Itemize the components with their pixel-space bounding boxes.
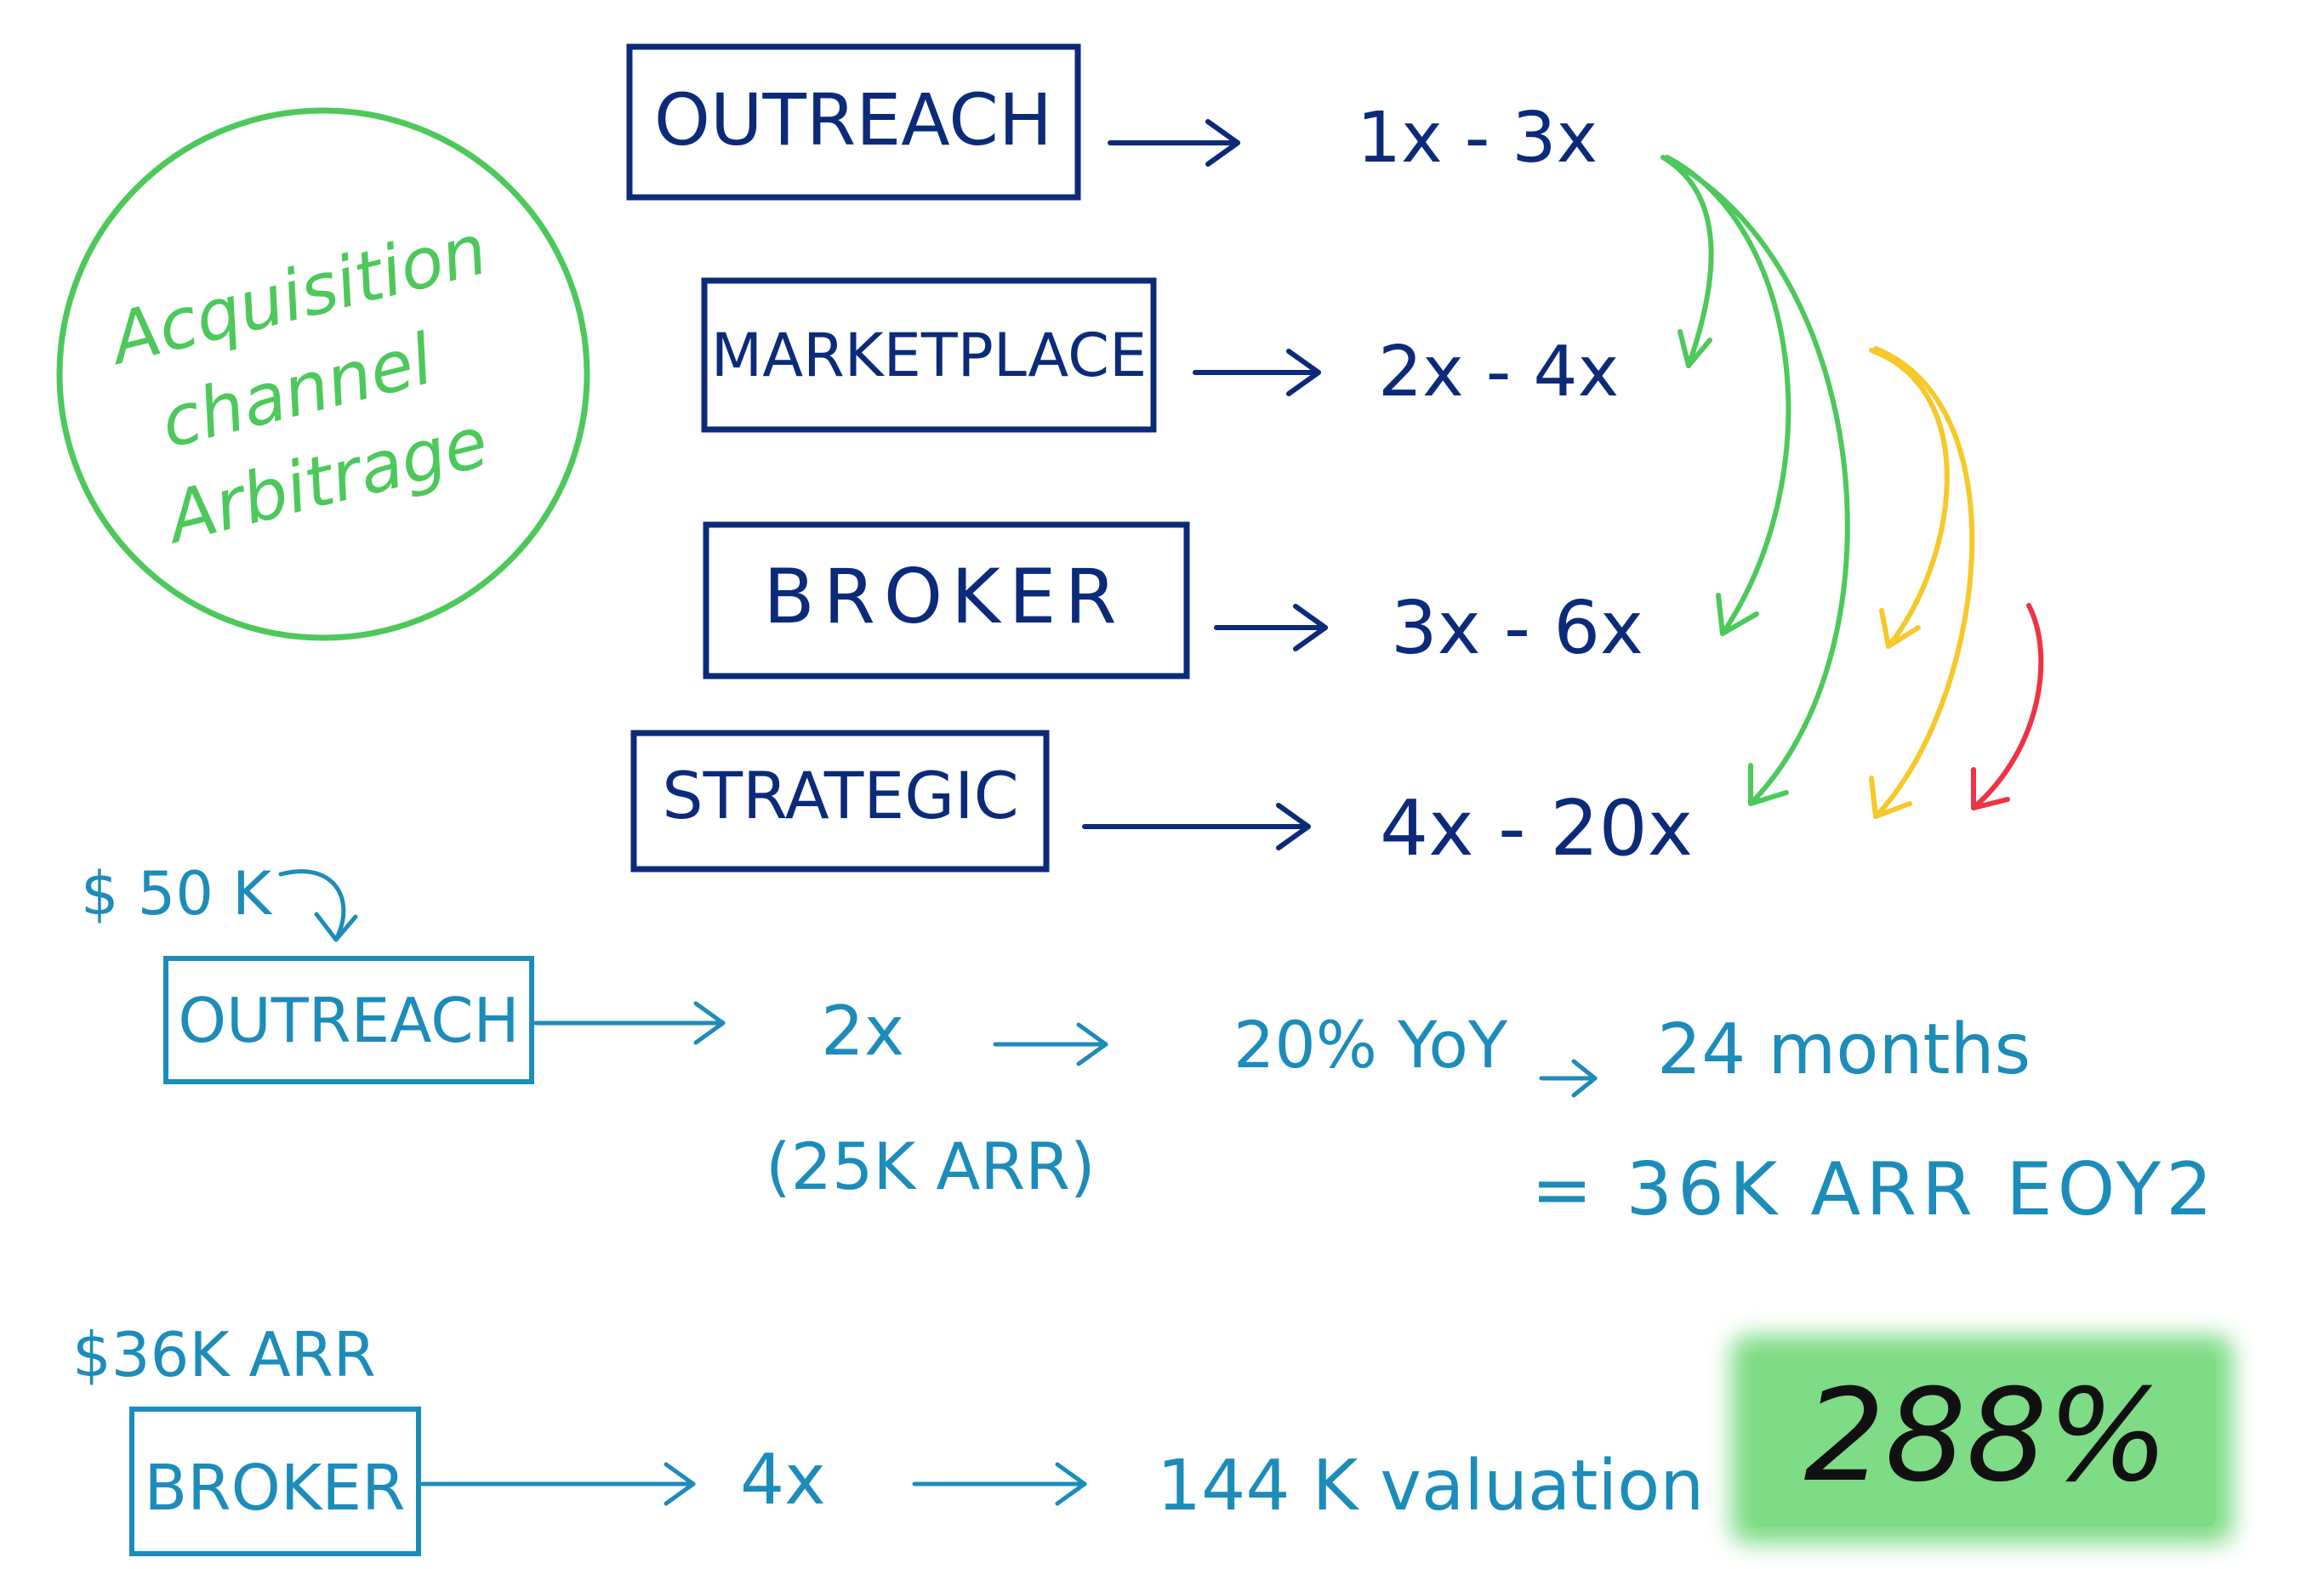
duration: 24 months — [1657, 1009, 2031, 1090]
return-highlight: 288% — [1731, 1335, 2233, 1543]
arrowhead-icon — [1869, 776, 1912, 819]
channel-box — [630, 730, 1050, 873]
arrow-right-icon — [1108, 119, 1240, 167]
arrowhead-icon — [1748, 763, 1789, 806]
curve-arrow-icon — [1660, 155, 1714, 368]
channel-label: OUTREACH — [178, 985, 519, 1056]
acquisition-badge: Acquisition channel Arbitrage — [56, 107, 590, 641]
valuation: 144 K valuation — [1157, 1446, 1704, 1526]
green-curved-arrows — [1660, 155, 1850, 806]
channel-marketplace: MARKETPLACE 2x - 4x — [701, 277, 1619, 433]
channel-label: OUTREACH — [654, 78, 1052, 162]
curve-arrow-icon — [1869, 348, 1950, 649]
channel-outreach: OUTREACH 1x - 3x — [626, 43, 1598, 201]
arrowhead-icon — [1716, 593, 1759, 636]
curve-arrow-icon — [1971, 603, 2044, 810]
channel-label: BROKER — [144, 1452, 405, 1525]
channel-multiple: 1x - 3x — [1357, 98, 1598, 179]
multiple-note: (25K ARR) — [766, 1128, 1096, 1204]
arrow-right-icon — [533, 1001, 726, 1045]
investment-amount: $ 50 K — [81, 859, 273, 929]
yellow-curved-arrows — [1869, 346, 1975, 819]
arrowhead-icon — [1879, 608, 1921, 649]
arrow-right-icon — [912, 1462, 1087, 1506]
arrowhead-icon — [1971, 767, 2010, 810]
example-broker: $36K ARR BROKER 4x 144 K valuation 288% — [72, 1319, 2233, 1556]
arrow-right-icon — [1193, 349, 1321, 396]
arrow-right-icon — [1539, 1059, 1598, 1098]
channel-box — [626, 43, 1081, 201]
red-curved-arrow — [1971, 603, 2044, 810]
arrow-right-icon — [1214, 604, 1328, 651]
channel-box — [129, 1407, 421, 1556]
multiple-value: 4x — [740, 1440, 826, 1521]
curve-arrow-icon — [1873, 346, 1975, 819]
arrowhead-icon — [1677, 329, 1712, 368]
badge-circle — [56, 107, 590, 641]
highlight-fill — [1752, 1356, 2216, 1526]
starting-revenue: $36K ARR — [72, 1319, 376, 1390]
curl-arrow-icon — [278, 869, 358, 942]
arrow-right-icon — [993, 1022, 1108, 1066]
return-percentage: 288% — [1804, 1362, 2169, 1510]
channel-broker: BROKER 3x - 6x — [703, 521, 1643, 679]
channel-multiple: 4x - 20x — [1380, 784, 1693, 873]
curve-arrow-icon — [1669, 159, 1850, 806]
channel-multiple: 3x - 6x — [1391, 586, 1643, 671]
growth-rate: 20% YoY — [1233, 1007, 1508, 1083]
channel-label: STRATEGIC — [662, 758, 1018, 833]
multiple-value: 2x — [821, 992, 904, 1071]
channel-label: MARKETPLACE — [711, 321, 1147, 390]
channel-box — [703, 521, 1190, 679]
arrow-right-icon — [1082, 803, 1311, 850]
example-outreach: $ 50 K OUTREACH 2x (25K ARR) 20% YoY 24 … — [81, 859, 2218, 1232]
arrow-right-icon — [420, 1462, 696, 1506]
channel-strategic: STRATEGIC 4x - 20x — [630, 730, 1693, 873]
curve-arrow-icon — [1665, 155, 1791, 636]
channel-box — [163, 956, 534, 1084]
result-arr: = 36K ARR EOY2 — [1531, 1147, 2218, 1232]
channel-multiple: 2x - 4x — [1378, 332, 1619, 412]
channel-label: BROKER — [763, 553, 1125, 640]
channel-box — [701, 277, 1157, 433]
